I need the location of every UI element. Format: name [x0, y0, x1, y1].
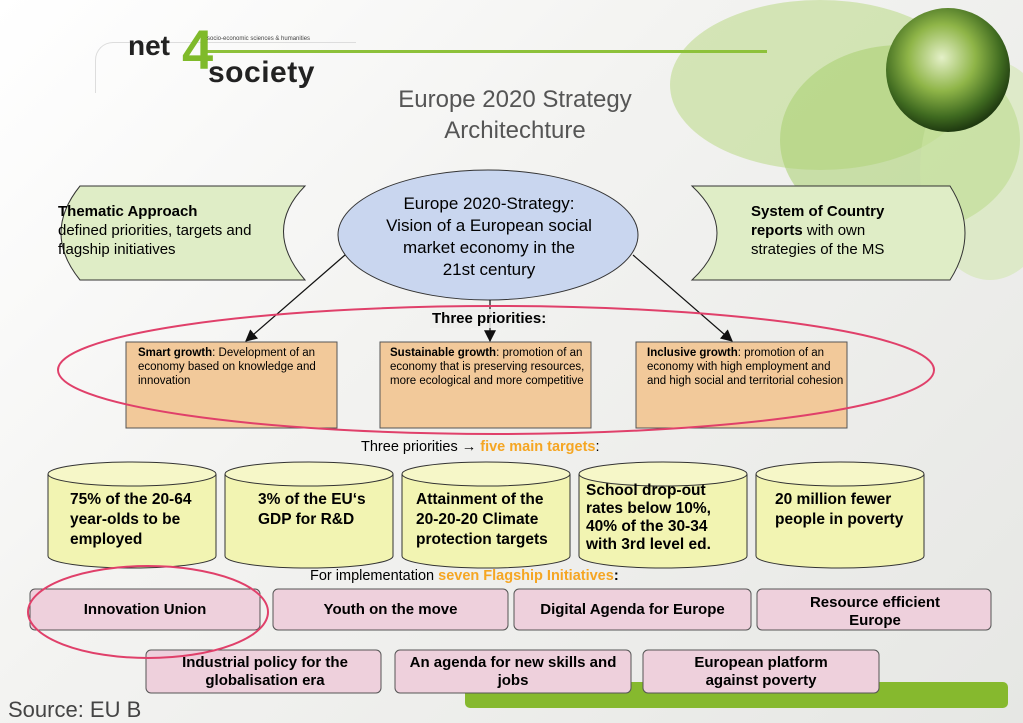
targets-heading-prefix: Three priorities →: [361, 439, 481, 455]
arrow-to-inclusive-growth: [632, 254, 733, 342]
vision-line1: Europe 2020-Strategy:: [403, 194, 575, 213]
thematic-approach-text: Thematic Approach defined priorities, ta…: [58, 202, 263, 259]
flagship-box: [145, 649, 382, 694]
country-reports-desc: with own strategies of the MS: [751, 222, 885, 258]
flagship-new-skills: An agenda for new skills and jobs: [409, 654, 617, 689]
logo-tagline: socio-economic sciences & humanities: [207, 36, 311, 42]
priority-smart-title: Smart growth: [138, 347, 213, 359]
flagship-heading-suffix: :: [613, 568, 619, 584]
targets-heading: Three priorities → five main targets:: [361, 438, 600, 457]
target-climate-text: Attainment of the 20-20-20 Climate prote…: [416, 491, 548, 548]
arrow-to-smart-growth: [245, 254, 346, 342]
country-reports-text: System of Country reports with own strat…: [751, 202, 926, 259]
globe-image: [886, 8, 1010, 132]
priority-sustainable-text: Sustainable growth: promotion of an econ…: [390, 346, 595, 388]
target-poverty-text: 20 million fewer people in poverty: [775, 491, 904, 528]
target-rd-text: 3% of the EU‘s GDP for R&D: [258, 491, 366, 528]
flagship-heading-prefix: For implementation: [310, 568, 439, 584]
priority-box-sustainable: [379, 341, 592, 429]
flagship-digital-agenda: Digital Agenda for Europe: [540, 601, 725, 618]
flagship-youth-on-the-move: Youth on the move: [323, 601, 458, 618]
vision-line3: market economy in the: [403, 238, 575, 257]
flagship-platform-poverty: European platform against poverty: [694, 654, 828, 689]
targets-heading-highlight: five main targets: [480, 439, 596, 455]
page-title-line2: Architechture: [444, 117, 586, 144]
flagship-box: [513, 588, 752, 631]
vision-line4: 21st century: [442, 260, 536, 279]
page-title: Europe 2020 Strategy Architechture: [360, 84, 670, 146]
vision-ellipse: [337, 169, 639, 301]
logo-society: society: [208, 56, 315, 89]
logo-underline: [207, 50, 767, 53]
targets-heading-suffix: :: [595, 439, 600, 455]
target-cylinder: [401, 461, 571, 569]
flagship-box: [756, 588, 992, 631]
flagship-heading-highlight: seven Flagship Initiatives: [438, 568, 614, 584]
priority-sustainable-desc: : promotion of an economy that is preser…: [390, 347, 585, 387]
flagship-box: [272, 588, 509, 631]
target-cylinder: [578, 461, 748, 569]
source-note: Source: EU B: [8, 697, 142, 722]
target-education-text: School drop-out rates below 10%, 40% of …: [586, 482, 711, 553]
vision-text: Europe 2020-Strategy: Vision of a Europe…: [358, 193, 620, 281]
flagship-industrial-policy: Industrial policy for the globalisation …: [182, 654, 348, 689]
flagship-heading: For implementation seven Flagship Initia…: [310, 567, 619, 586]
thematic-scroll-shape: [60, 185, 307, 281]
target-cylinder: [47, 461, 217, 569]
thematic-approach-title: Thematic Approach: [58, 203, 198, 220]
logo-frame: [95, 42, 356, 93]
priorities-heading: Three priorities:: [430, 309, 549, 328]
target-cylinder: [224, 461, 394, 569]
vision-line2: Vision of a European social: [386, 216, 592, 235]
innovation-union-highlight-circle: [27, 565, 269, 659]
priority-sustainable-title: Sustainable growth: [390, 347, 497, 359]
flagship-innovation-union: Innovation Union: [83, 601, 207, 618]
country-scroll-shape: [690, 185, 966, 281]
logo-net: net: [128, 30, 170, 61]
priority-smart-text: Smart growth: Development of an economy …: [138, 346, 336, 388]
priorities-highlight-circle: [57, 305, 935, 435]
flagship-resource-efficient: Resource efficient Europe: [809, 594, 941, 629]
target-cylinder: [755, 461, 925, 569]
thematic-approach-desc: defined priorities, targets and flagship…: [58, 222, 252, 258]
logo-four: 4: [182, 18, 214, 81]
flagship-box: [394, 649, 632, 694]
priority-box-smart: [125, 341, 338, 429]
priority-inclusive-text: Inclusive growth: promotion of an econom…: [647, 346, 845, 388]
target-employment-text: 75% of the 20-64 year-olds to be employe…: [70, 491, 192, 548]
flagship-box: [642, 649, 880, 694]
page-title-line1: Europe 2020 Strategy: [398, 86, 632, 113]
flagship-box: [29, 588, 261, 631]
priority-inclusive-desc: : promotion of an economy with high empl…: [647, 347, 844, 387]
priority-inclusive-title: Inclusive growth: [647, 347, 738, 359]
country-reports-title: System of Country reports: [751, 203, 885, 239]
priority-smart-desc: : Development of an economy based on kno…: [138, 347, 316, 387]
